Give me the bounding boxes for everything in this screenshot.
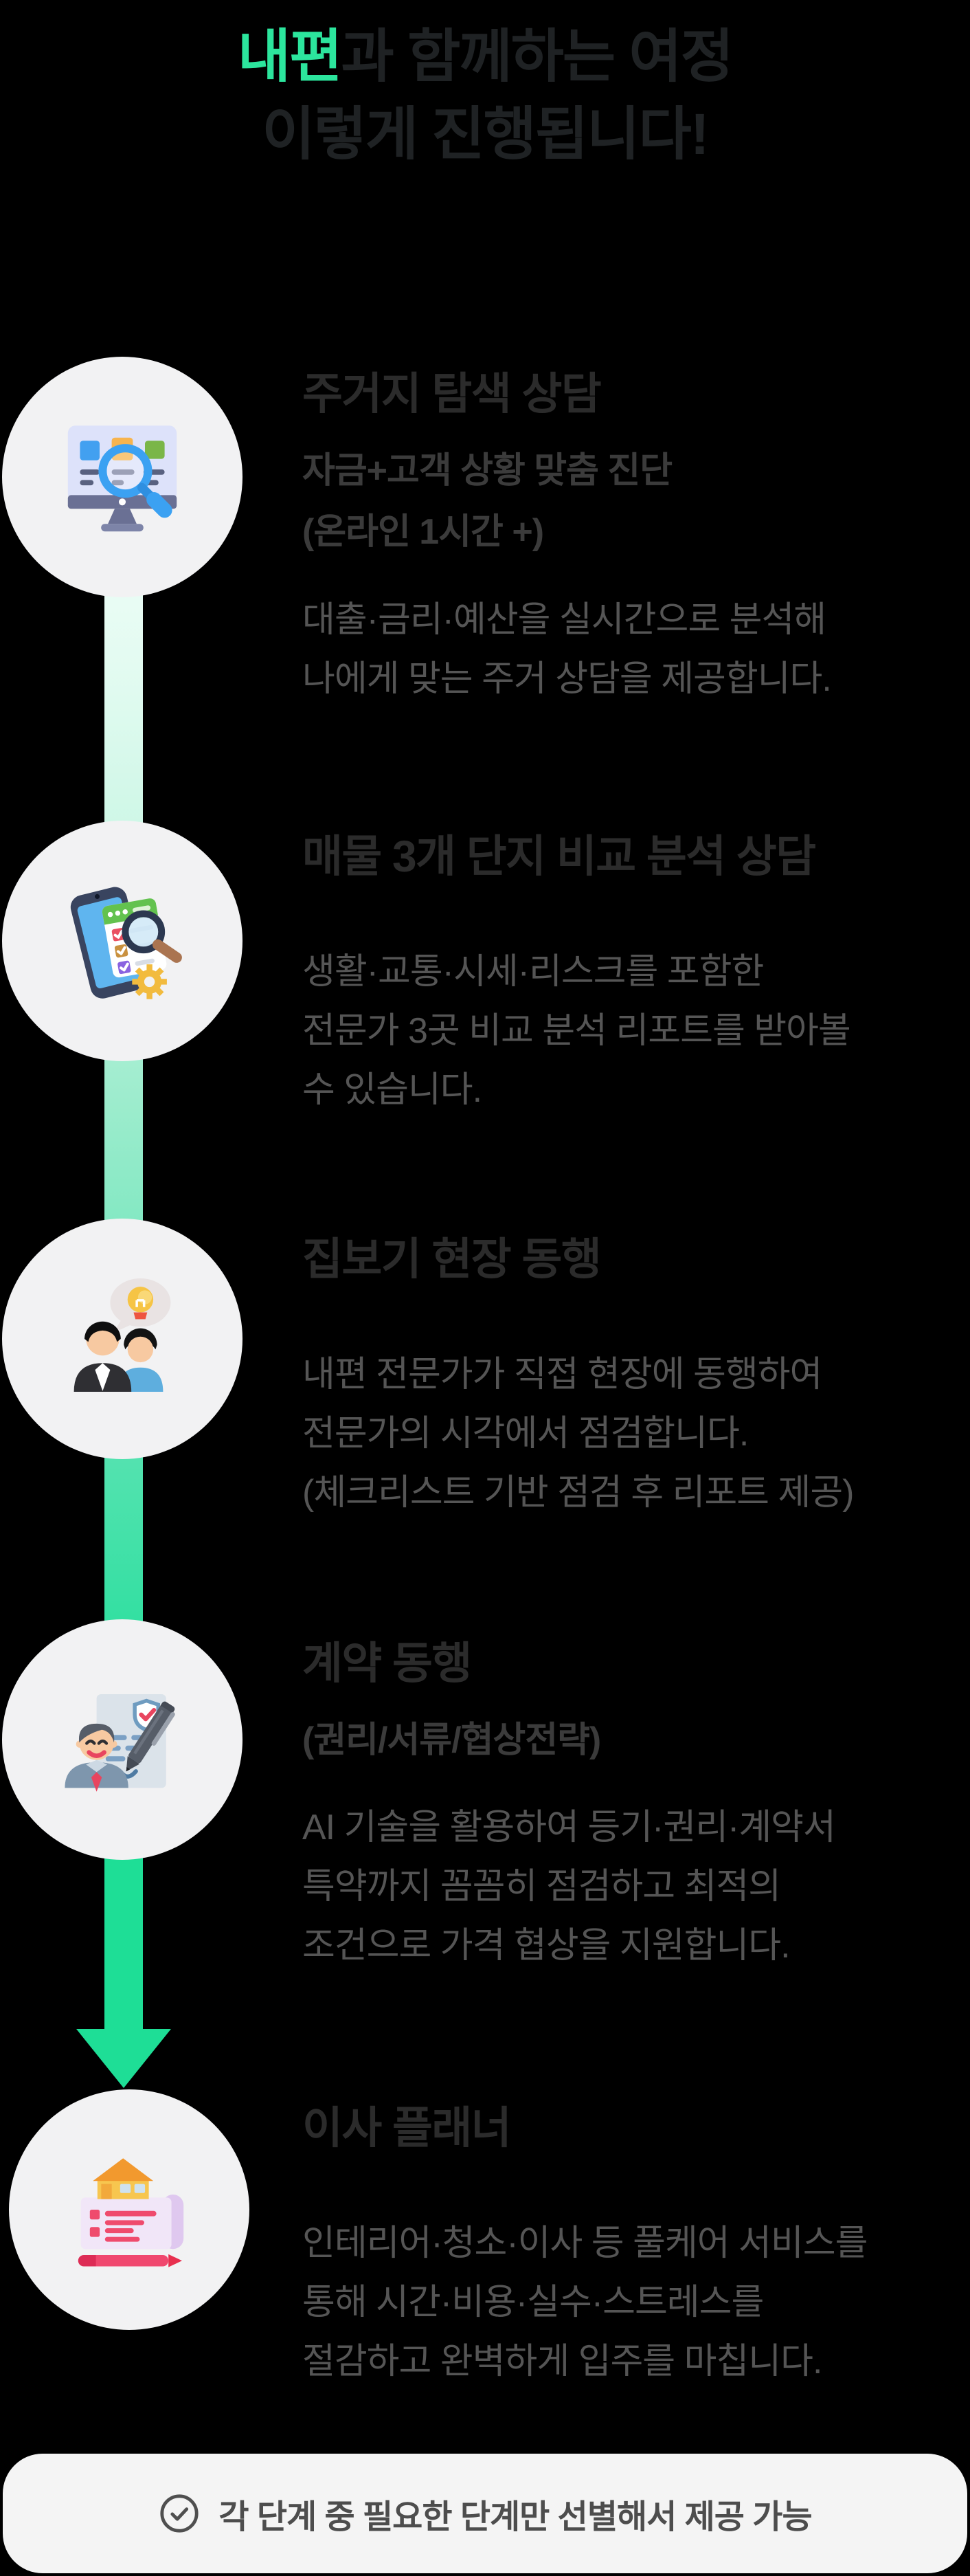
- check-circle-icon: [160, 2494, 199, 2533]
- brand-name: 내편: [237, 24, 343, 89]
- step4-text: 계약 동행 (권리/서류/협상전략) AI 기술을 활용하여 등기·권리·계약서…: [302, 1636, 948, 1976]
- step5-text: 이사 플래너 인테리어·청소·이사 등 풀케어 서비스를 통해 시간·비용·실수…: [302, 2100, 948, 2391]
- step1-subtitle-line: 자금+고객 상황 맞춤 진단: [302, 451, 673, 491]
- step2-body-line: 생활·교통·시세·리스크를 포함한: [302, 952, 764, 992]
- step1-subtitle-line: (온라인 1시간 +): [302, 512, 544, 553]
- title-line1-rest: 과 함께하는 여정: [341, 24, 734, 89]
- people-idea-icon: [74, 1278, 171, 1392]
- timeline-arrow-down-icon: [76, 2029, 171, 2088]
- step4-body-line: 조건으로 가격 협상을 지원합니다.: [302, 1926, 791, 1966]
- step3-text: 집보기 현장 동행 내편 전문가가 직접 현장에 동행하여 전문가의 시각에서 …: [302, 1232, 948, 1522]
- step3-body-line: (체크리스트 기반 점검 후 리포트 제공): [302, 1472, 854, 1513]
- step5-body-line: 절감하고 완벽하게 입주를 마칩니다.: [302, 2341, 822, 2381]
- title-line2: 이렇게 진행됩니다!: [262, 101, 710, 166]
- step5-body-line: 인테리어·청소·이사 등 풀케어 서비스를: [302, 2223, 868, 2263]
- step4-circle: [2, 1619, 242, 1860]
- step5-circle: [9, 2089, 249, 2330]
- step1-text: 주거지 탐색 상담 자금+고객 상황 맞춤 진단 (온라인 1시간 +) 대출·…: [302, 366, 948, 709]
- step5-body-line: 통해 시간·비용·실수·스트레스를: [302, 2282, 764, 2322]
- step4-body-line: AI 기술을 활용하여 등기·권리·계약서: [302, 1808, 836, 1848]
- step4-subtitle-line: (권리/서류/협상전략): [302, 1720, 601, 1760]
- step3-body-line: 전문가의 시각에서 점검합니다.: [302, 1413, 749, 1454]
- step2-title: 매물 3개 단지 비교 분석 상담: [302, 832, 816, 881]
- step5-title: 이사 플래너: [302, 2103, 512, 2153]
- step2-circle: [2, 821, 242, 1061]
- step1-body-line: 대출·금리·예산을 실시간으로 분석해: [302, 599, 826, 640]
- house-plan-icon: [78, 2158, 184, 2267]
- step1-title: 주거지 탐색 상담: [302, 369, 602, 419]
- step3-title: 집보기 현장 동행: [302, 1234, 602, 1284]
- page-title: 내편과 함께하는 여정 이렇게 진행됩니다!: [0, 18, 970, 173]
- title-line1: 내편과 함께하는 여정: [0, 18, 970, 96]
- step4-title: 계약 동행: [302, 1639, 472, 1688]
- step2-body-line: 전문가 3곳 비교 분석 리포트를 받아볼: [302, 1010, 851, 1051]
- footer-note: 각 단계 중 필요한 단계만 선별해서 제공 가능: [3, 2454, 967, 2573]
- step3-body-line: 내편 전문가가 직접 현장에 동행하여: [302, 1355, 822, 1395]
- step1-circle: [2, 357, 242, 597]
- contract-signing-icon: [65, 1694, 175, 1792]
- step2-text: 매물 3개 단지 비교 분석 상담 생활·교통·시세·리스크를 포함한 전문가 …: [302, 829, 948, 1120]
- step2-body-line: 수 있습니다.: [302, 1069, 482, 1110]
- step1-body-line: 나에게 맞는 주거 상담을 제공합니다.: [302, 658, 832, 699]
- footer-note-text: 각 단계 중 필요한 단계만 선별해서 제공 가능: [218, 2499, 812, 2535]
- phone-checklist-search-icon: [70, 887, 182, 999]
- step4-body-line: 특약까지 꼼꼼히 점검하고 최적의: [302, 1867, 781, 1907]
- monitor-search-icon: [67, 425, 177, 532]
- step3-circle: [2, 1219, 242, 1459]
